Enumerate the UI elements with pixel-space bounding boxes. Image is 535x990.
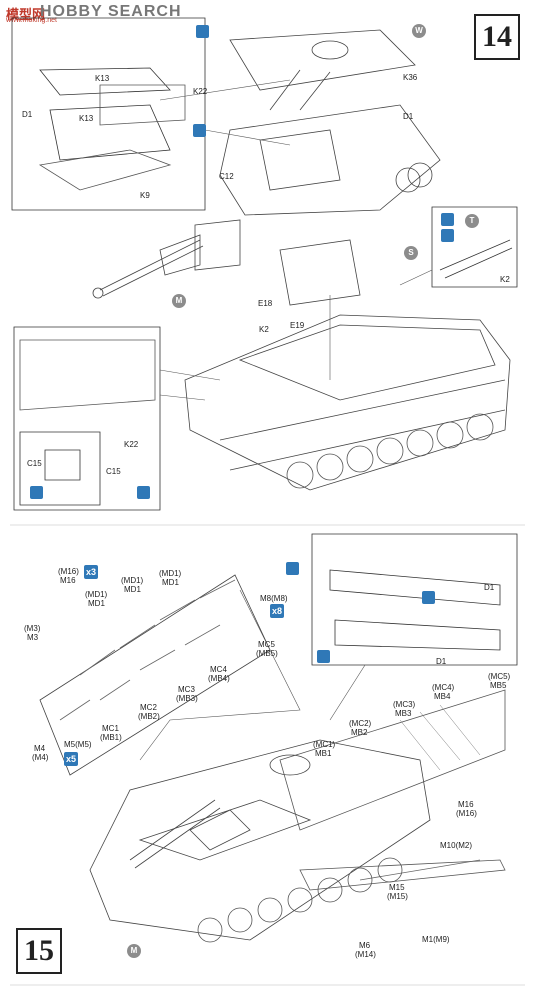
part-label: MB2 [351,728,368,737]
part-label: (MC1) [313,740,336,749]
part-label: (MB1) [100,733,122,742]
step14-gun [92,219,361,306]
flip-icon [193,124,206,137]
part-label: M3 [27,633,39,642]
flip-icon [441,229,454,242]
marker-t: T [465,214,479,228]
part-label: D1 [484,583,495,592]
marker-w: W [412,24,426,38]
part-label: K13 [79,114,94,123]
glue-icon [441,213,454,226]
part-label: (MB5) [256,649,278,658]
marker-m: M [127,944,141,958]
part-label: M6 [359,941,371,950]
step14-inset-right [431,206,518,288]
paint-icon [30,486,43,499]
part-label: D1 [22,110,33,119]
quantity-multiplier-x5: x5 [64,752,79,766]
part-label: MD1 [162,578,179,587]
part-label: M10(M2) [440,841,473,850]
part-label: M16 [458,800,474,809]
part-label: (M3) [24,624,41,633]
part-label: K2 [259,325,269,334]
step15-callout-frame [139,589,366,761]
part-label: C15 [27,459,42,468]
part-label: MC3 [178,685,195,694]
part-label: (M16) [58,567,79,576]
part-label: M1(M9) [422,935,450,944]
step-number-14: 14 [474,14,520,60]
part-label: (MD1) [85,590,108,599]
part-label: (MC4) [432,683,455,692]
part-label: E18 [258,299,273,308]
part-label: K22 [193,87,208,96]
part-label: M15 [389,883,405,892]
quantity-multiplier-x8: x8 [270,604,285,618]
watermark-site: www.moxing.net [6,17,57,24]
part-label: D1 [436,657,447,666]
part-label: D1 [403,112,414,121]
part-label: K13 [95,74,110,83]
step-number-15: 15 [16,928,62,974]
watermark-text: HOBBY SEARCH [40,3,182,20]
part-label: (M14) [355,950,376,959]
part-label: (M16) [456,809,477,818]
part-label: M5(M5) [64,740,92,749]
part-label: MC1 [102,724,119,733]
marker-m: M [172,294,186,308]
step14-inset-top-left [11,17,206,211]
step14-hull-top [219,29,441,216]
part-label: (MB3) [176,694,198,703]
part-label: MD1 [88,599,105,608]
glue-icon [137,486,150,499]
part-label: K9 [140,191,150,200]
part-label: (MC2) [349,719,372,728]
paint-icon [422,591,435,604]
glue-icon [196,25,209,38]
part-label: (MB2) [138,712,160,721]
part-label: MD1 [124,585,141,594]
glue-icon [317,650,330,663]
part-label: M4 [34,744,46,753]
part-label: K22 [124,440,139,449]
part-label: K36 [403,73,418,82]
part-label: (MC3) [393,700,416,709]
part-label: MC5 [258,640,275,649]
part-label: C12 [219,172,234,181]
part-label: MB1 [315,749,332,758]
part-label: E19 [290,321,305,330]
part-label: (MB4) [208,674,230,683]
quantity-multiplier-x3: x3 [84,565,99,579]
part-label: (MD1) [159,569,182,578]
part-label: (M4) [32,753,49,762]
part-label: (MD1) [121,576,144,585]
part-label: M16 [60,576,76,585]
step15-inset-right [311,533,518,666]
part-label: MC2 [140,703,157,712]
part-label: MB5 [490,681,507,690]
part-label: MB4 [434,692,451,701]
part-label: MC4 [210,665,227,674]
part-label: (M15) [387,892,408,901]
part-label: (MC5) [488,672,511,681]
step14-inset-lower-left [13,326,161,511]
part-label: K2 [500,275,510,284]
part-label: M8(M8) [260,594,288,603]
step15-hull [89,689,506,943]
part-label: MB3 [395,709,412,718]
part-label: C15 [106,467,121,476]
marker-s: S [404,246,418,260]
glue-icon [286,562,299,575]
step14-hull-lower [184,314,511,491]
